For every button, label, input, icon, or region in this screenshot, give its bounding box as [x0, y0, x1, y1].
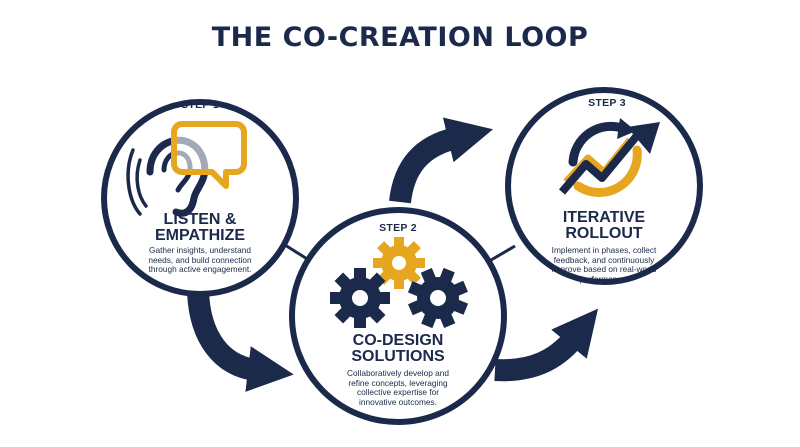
gears-icon — [330, 237, 469, 329]
diagram-title: THE CO-CREATION LOOP — [211, 22, 589, 53]
step2-desc-line2: refine concepts, leveraging — [348, 377, 448, 388]
growth-arrowhead — [627, 122, 660, 154]
step3-heading-line1: ITERATIVE — [562, 209, 646, 226]
cycle-arc-gold — [573, 145, 642, 197]
step1-heading-line1: LISTEN & — [163, 211, 237, 228]
step3-heading-line2: ROLLOUT — [565, 225, 643, 242]
step3-desc-line3: improve based on real-world — [551, 264, 657, 275]
step2-heading-line1: CO-DESIGN — [352, 332, 444, 349]
growth-line-navy — [558, 129, 644, 195]
step1-description: Gather insights, understand needs, and b… — [120, 245, 280, 275]
step3-description: Implement in phases, collect feedback, a… — [524, 245, 684, 284]
arrow-step3-outward — [494, 308, 599, 382]
cycle-arrowhead — [617, 118, 636, 139]
step2-description: Collaboratively develop and refine conce… — [318, 368, 478, 407]
ear-speech-bubble-icon — [126, 121, 247, 217]
growth-arrow-cycle-icon — [558, 118, 660, 197]
cycle-arc-navy — [568, 121, 627, 167]
step1-circle — [101, 99, 299, 297]
arrow-step2-to-step3 — [389, 117, 493, 204]
gear-navy-left-icon — [330, 268, 390, 328]
step1-tag: STEP 1 — [181, 99, 219, 111]
step2-circle — [289, 207, 507, 425]
step1-desc-line1: Gather insights, understand — [149, 245, 251, 255]
step1-heading: LISTEN & EMPATHIZE — [115, 212, 285, 244]
step1-desc-line3: through active engagement. — [148, 264, 252, 275]
step2-desc-line1: Collaboratively develop and — [347, 368, 449, 378]
step3-desc-line2: feedback, and continuously — [553, 254, 655, 265]
step2-desc-line4: innovative outcomes. — [359, 396, 437, 407]
step1-desc-line2: needs, and build connection — [148, 254, 252, 265]
step3-heading: ITERATIVE ROLLOUT — [519, 210, 689, 242]
gear-navy-right-icon — [407, 267, 469, 329]
step2-desc-line3: collective expertise for — [356, 387, 440, 398]
step3-desc-line4: performance. — [579, 273, 629, 284]
step1-heading-line2: EMPATHIZE — [154, 227, 246, 244]
step2-heading-line2: SOLUTIONS — [351, 348, 445, 365]
step3-desc-line1: Implement in phases, collect — [551, 245, 657, 255]
step2-tag: STEP 2 — [379, 222, 417, 234]
step3-tag: STEP 3 — [588, 97, 626, 109]
step2-heading: CO-DESIGN SOLUTIONS — [313, 333, 483, 365]
arrow-step1-to-step2 — [187, 291, 294, 392]
